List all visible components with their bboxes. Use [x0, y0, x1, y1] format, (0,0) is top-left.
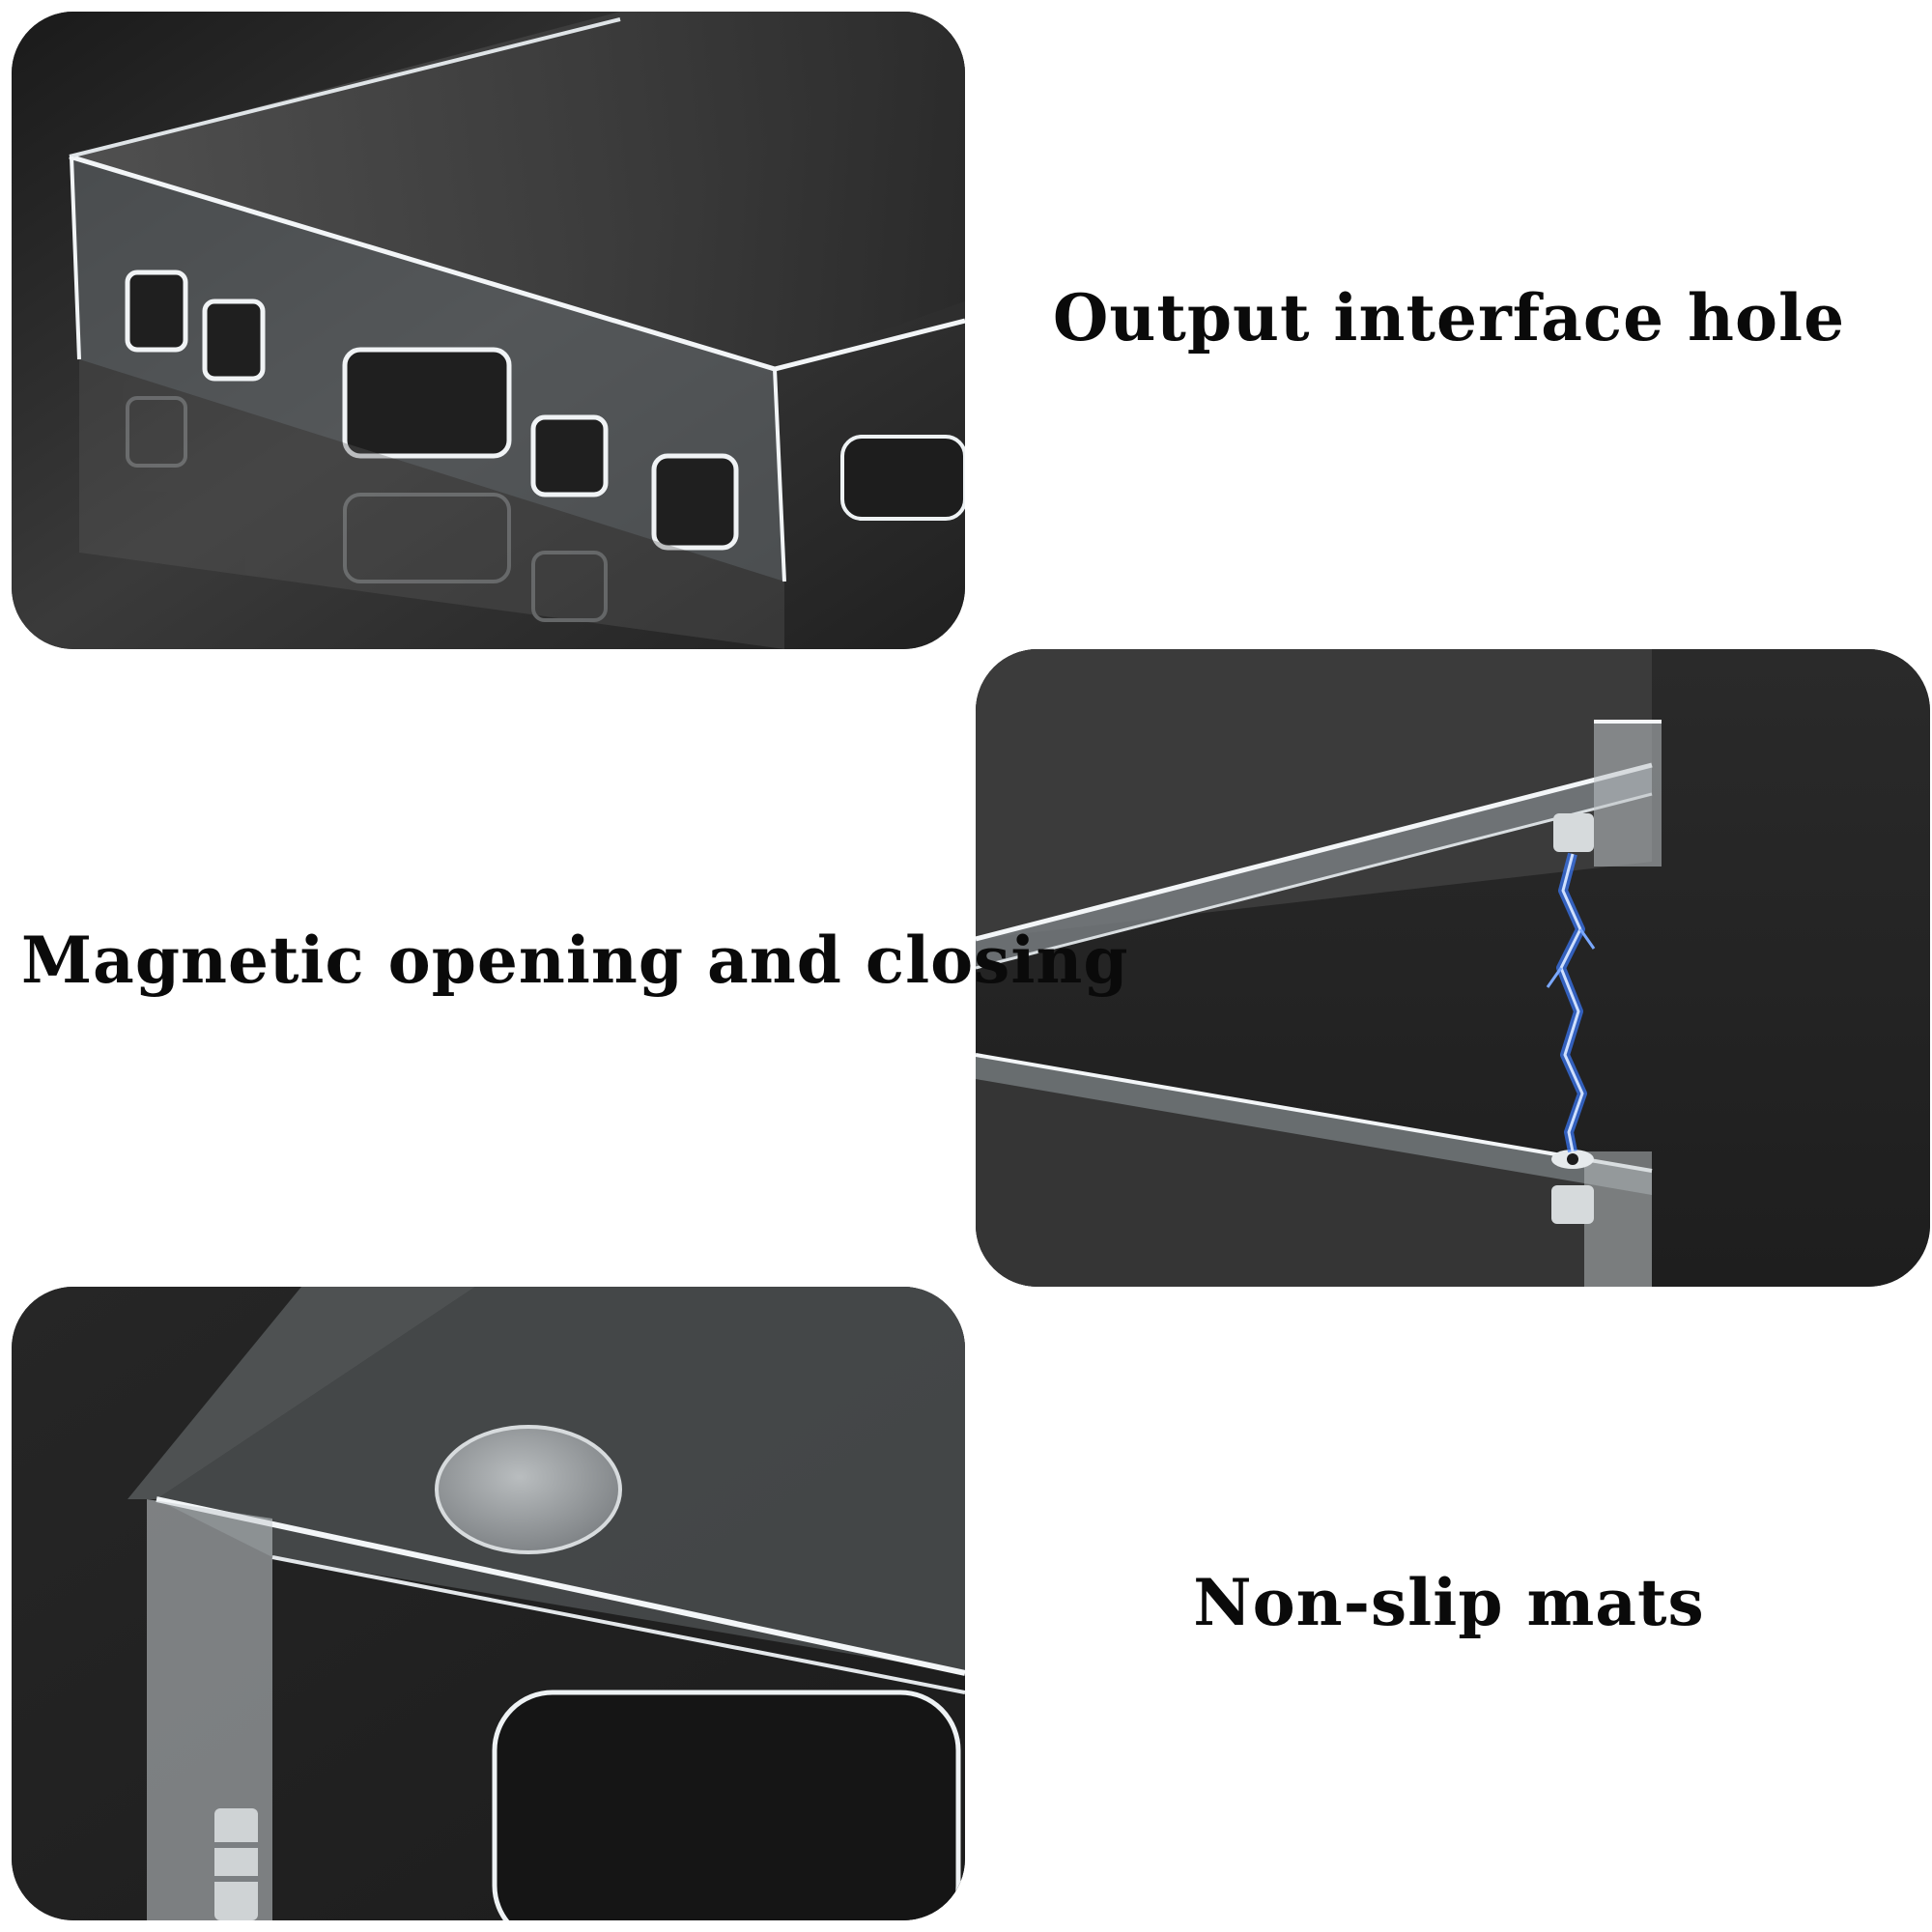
product-photo-non-slip: [12, 1287, 965, 1920]
acrylic-non-slip-pad-illustration: [12, 1287, 965, 1920]
caption-magnetic-opening: Magnetic opening and closing: [21, 923, 1129, 998]
acrylic-magnet-illustration: [976, 649, 1930, 1287]
acrylic-case-ports-illustration: [12, 12, 965, 649]
caption-output-interface-hole: Output interface hole: [1052, 280, 1846, 355]
product-photo-magnet: [976, 649, 1930, 1287]
caption-non-slip-mats: Non-slip mats: [1193, 1565, 1705, 1640]
product-photo-ports: [12, 12, 965, 649]
